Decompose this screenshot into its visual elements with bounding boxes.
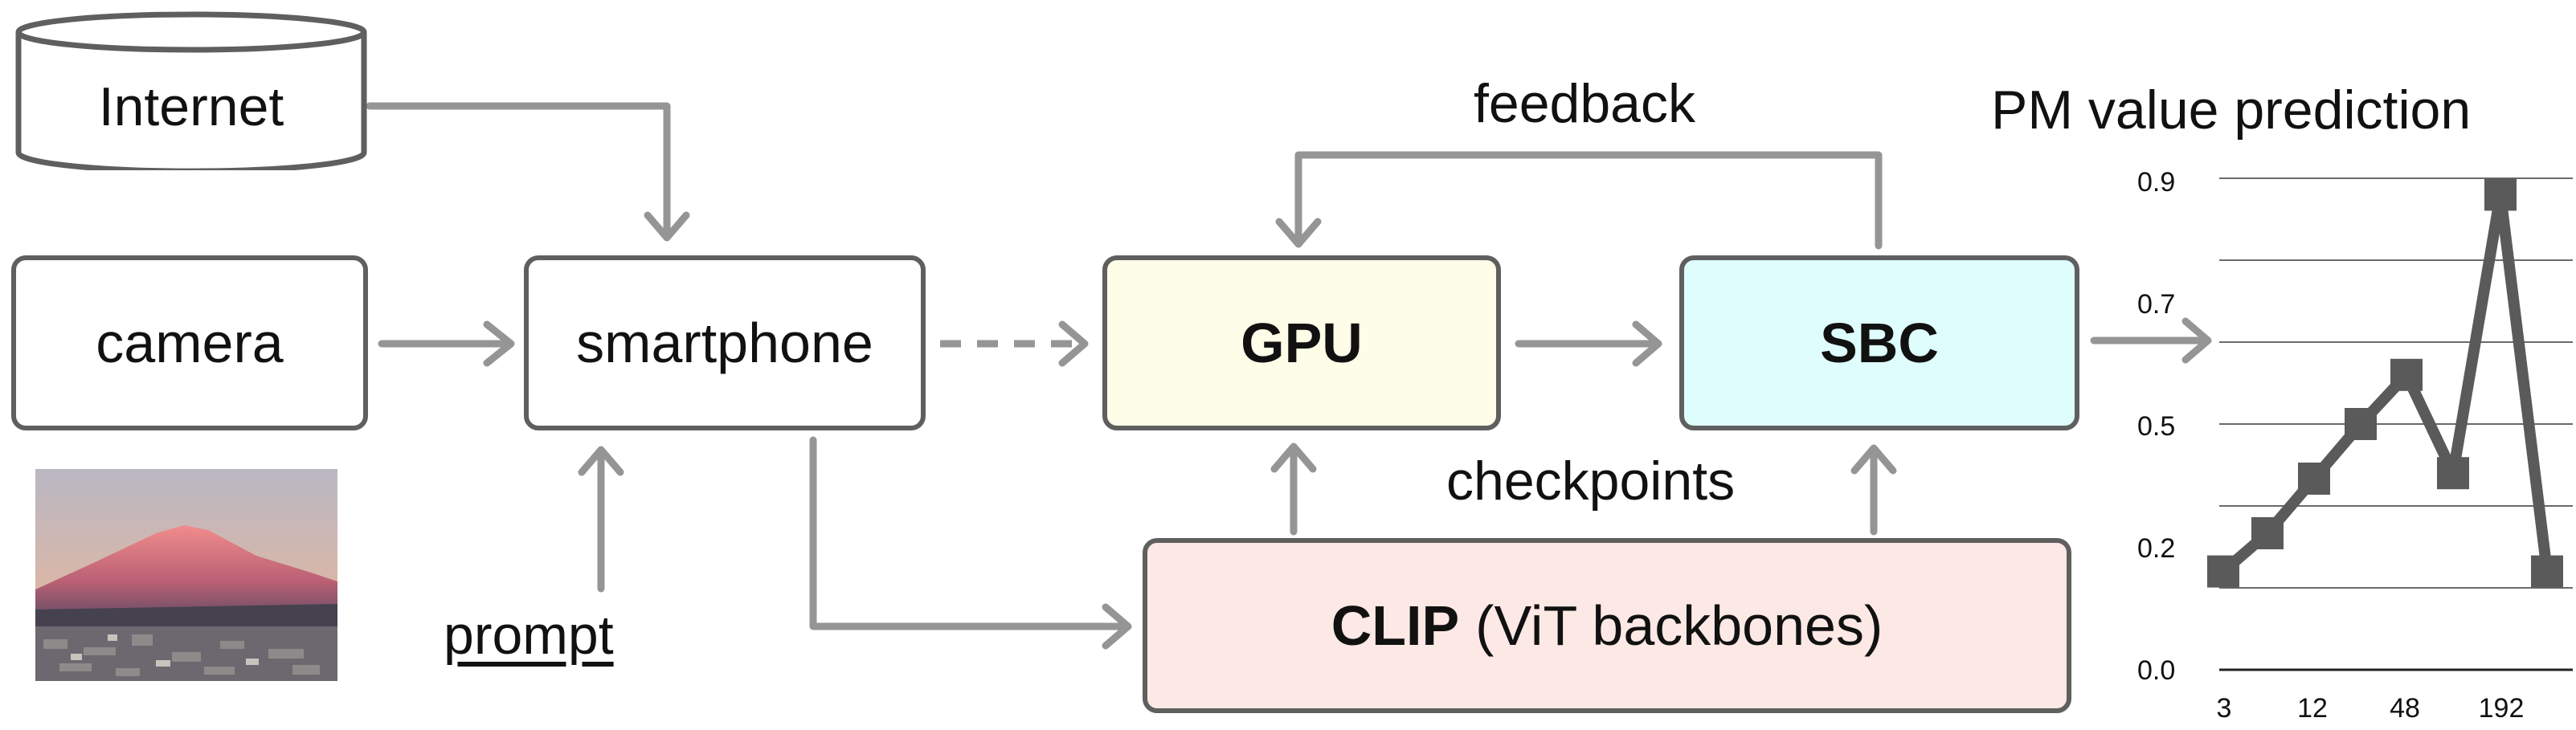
clip-box: CLIP (ViT backbones) [1143, 538, 2071, 713]
clip-label-rest: (ViT backbones) [1475, 594, 1883, 657]
data-point [2251, 517, 2284, 549]
y-tick-label: 0.9 [2137, 167, 2175, 198]
prompt-label: prompt [444, 605, 614, 666]
smartphone-label: smartphone [576, 312, 873, 374]
arrow-internet-smartphone [366, 102, 671, 239]
data-point [2390, 358, 2423, 391]
chart-title: PM value prediction [1991, 80, 2472, 141]
sbc-label: SBC [1820, 312, 1939, 374]
data-point [2484, 178, 2517, 211]
x-tick-label: 192 [2479, 693, 2525, 724]
checkpoints-label: checkpoints [1446, 451, 1736, 512]
y-tick-label: 0.7 [2137, 289, 2175, 320]
data-point [2298, 463, 2330, 495]
data-point [2345, 408, 2377, 440]
y-tick-label: 0.0 [2137, 655, 2175, 686]
camera-box: camera [11, 255, 368, 430]
series-line [2219, 189, 2553, 576]
arrow-smartphone-clip [809, 436, 1129, 630]
clip-label-bold: CLIP [1331, 594, 1460, 657]
gpu-label: GPU [1241, 312, 1363, 374]
data-point [2207, 555, 2239, 588]
internet-database-icon [15, 11, 367, 170]
x-tick-label: 3 [2217, 693, 2232, 724]
mountain-photo [35, 469, 337, 681]
feedback-label: feedback [1474, 73, 1695, 134]
smartphone-box: smartphone [524, 255, 926, 430]
y-tick-label: 0.5 [2137, 411, 2175, 442]
gpu-box: GPU [1102, 255, 1501, 430]
data-point [2437, 457, 2469, 490]
internet-label: Internet [98, 76, 284, 137]
data-point [2531, 555, 2563, 588]
camera-label: camera [96, 312, 284, 374]
arrow-feedback [1294, 151, 1883, 250]
x-tick-label: 12 [2297, 693, 2328, 724]
sbc-box: SBC [1679, 255, 2079, 430]
y-tick-label: 0.2 [2137, 533, 2175, 564]
x-tick-label: 48 [2390, 693, 2420, 724]
